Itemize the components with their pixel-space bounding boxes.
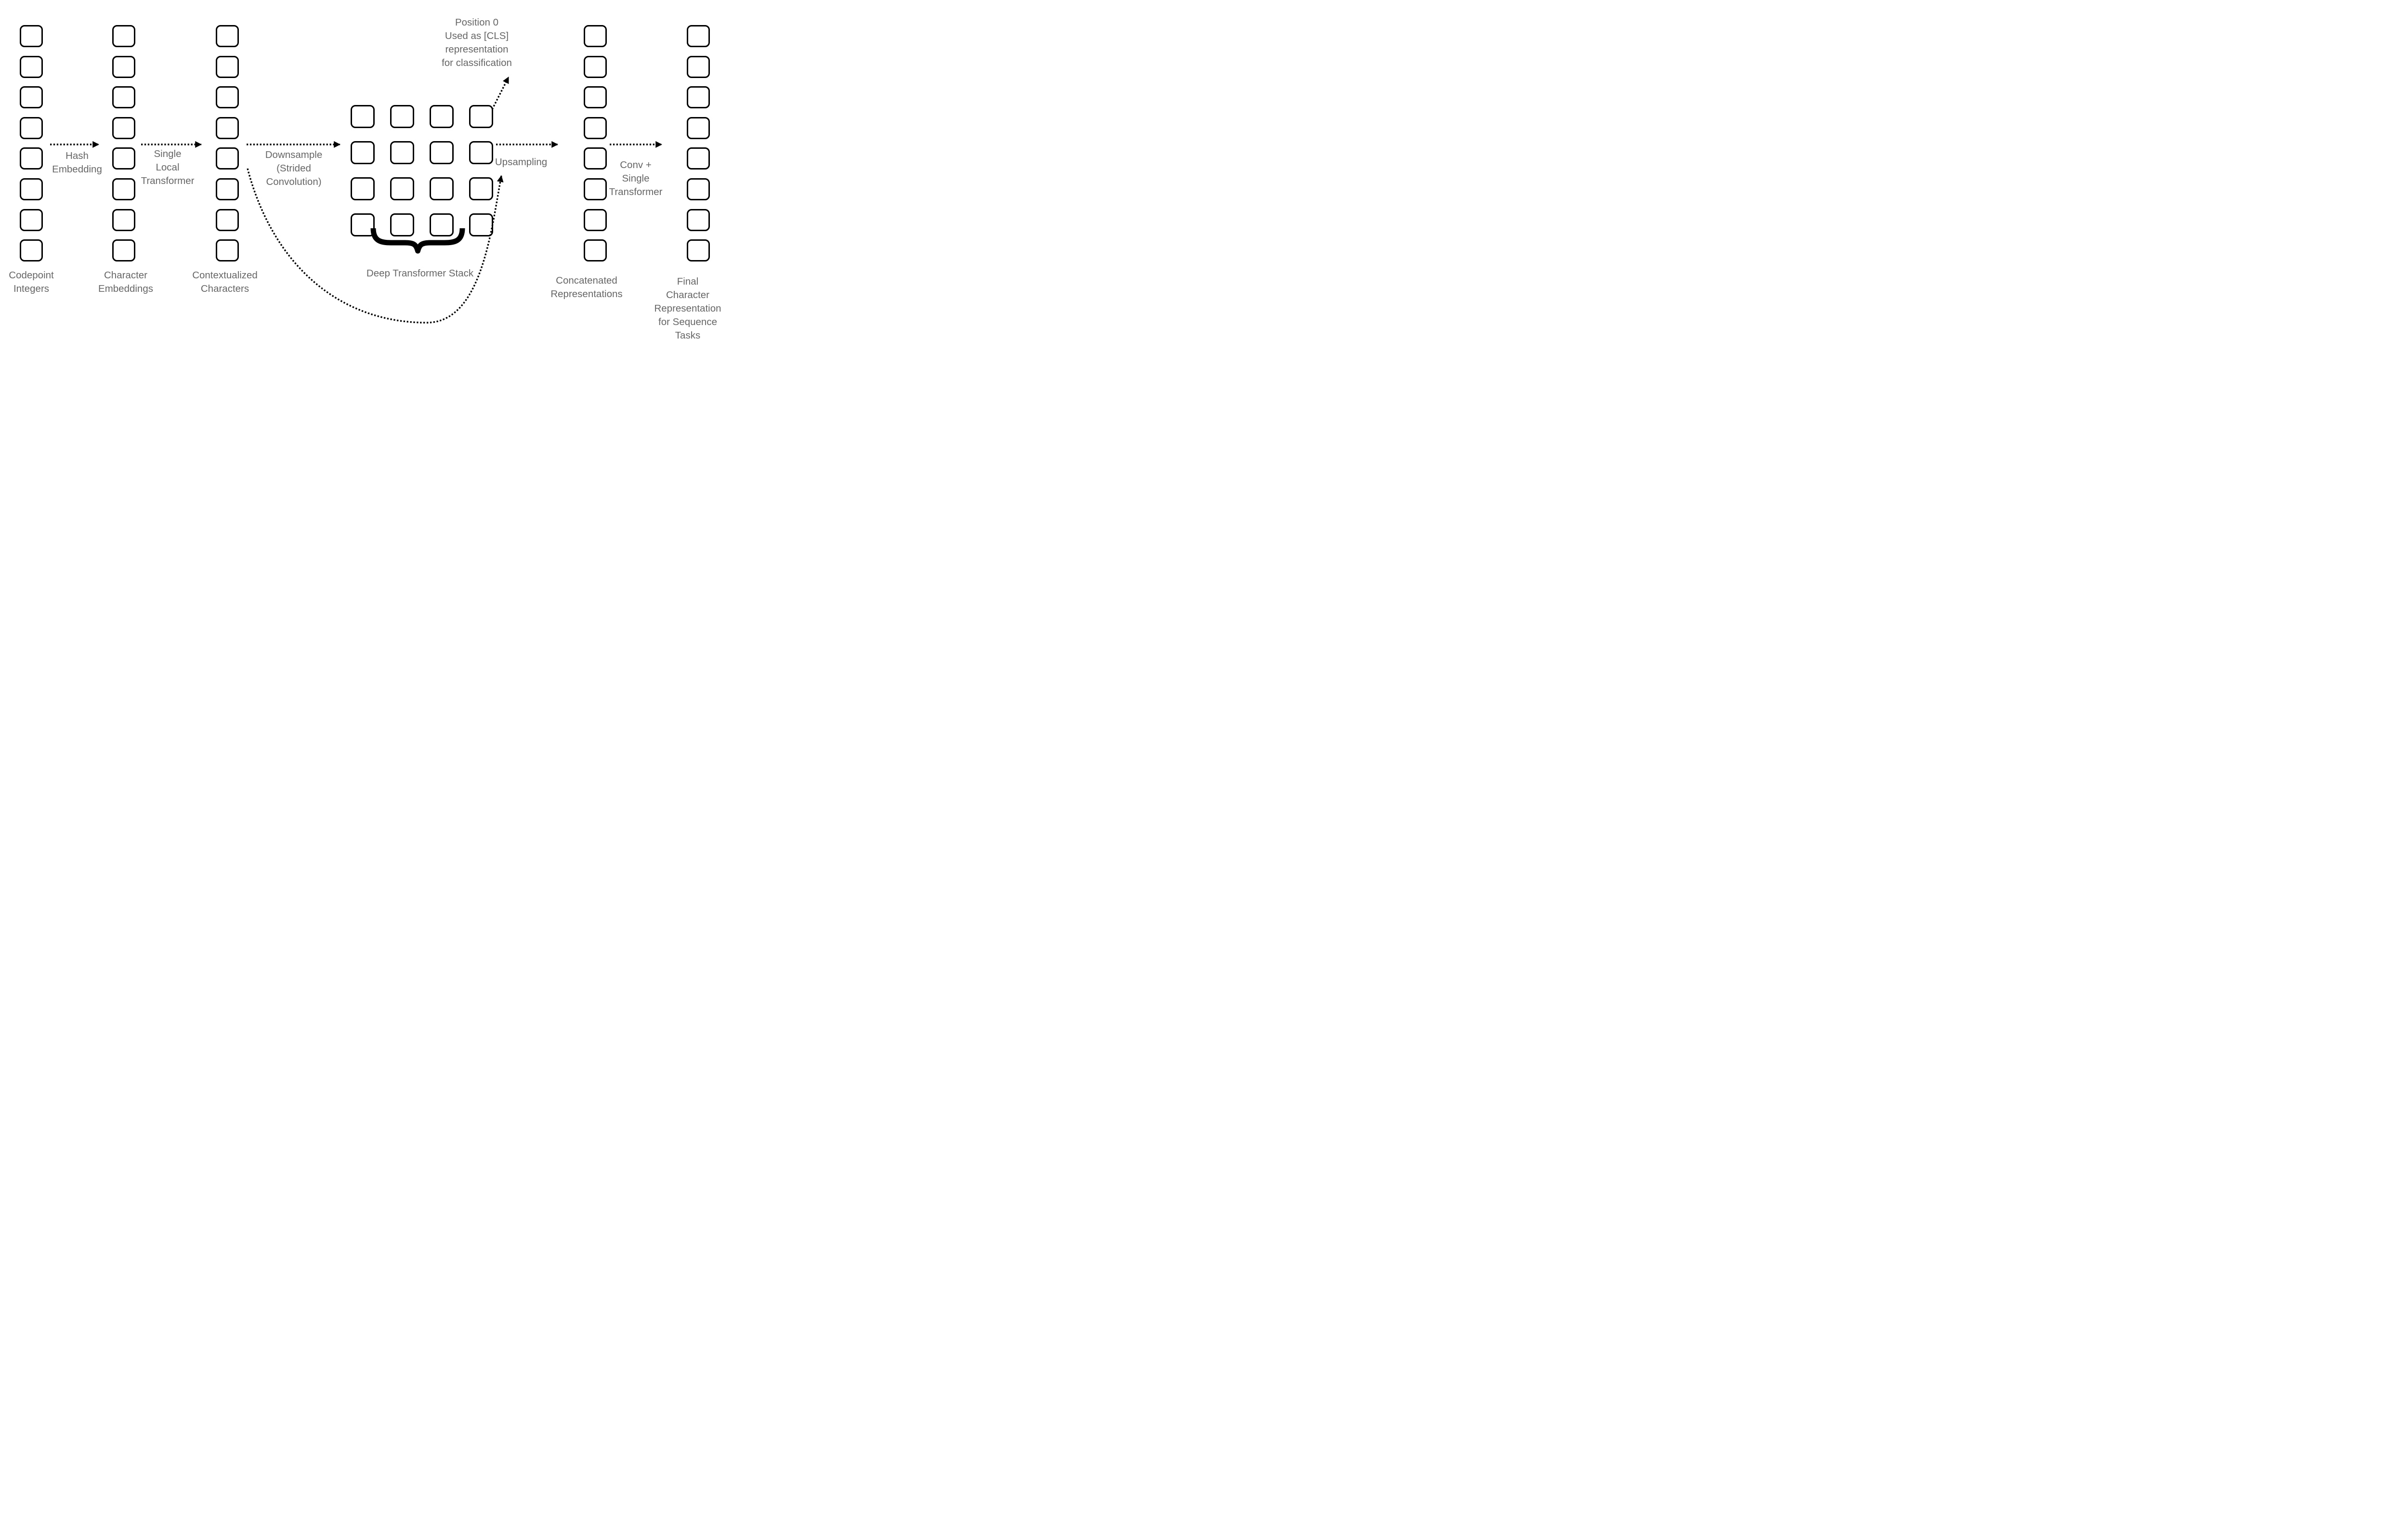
architecture-diagram: Codepoint Integers Character Embeddings … bbox=[0, 0, 740, 341]
embedding-square bbox=[216, 117, 239, 139]
embedding-square bbox=[112, 239, 135, 262]
embedding-square bbox=[112, 117, 135, 139]
embedding-square bbox=[216, 55, 239, 78]
embedding-square bbox=[216, 209, 239, 231]
upsampling-label: Upsampling bbox=[495, 157, 548, 168]
embedding-square bbox=[584, 239, 607, 262]
downsampled-square bbox=[351, 213, 375, 236]
cls-position-arrow bbox=[491, 77, 510, 110]
codepoint-integers-column bbox=[20, 25, 43, 262]
contextualized-characters-column bbox=[216, 25, 239, 262]
embedding-square bbox=[20, 86, 43, 109]
downsampled-square bbox=[469, 141, 493, 164]
embedding-square bbox=[687, 147, 710, 170]
embedding-square bbox=[112, 147, 135, 170]
character-embeddings-label: Character Embeddings bbox=[98, 270, 153, 294]
downsampled-square bbox=[430, 105, 454, 128]
downsampled-square bbox=[390, 105, 414, 128]
final-representation-column bbox=[687, 25, 710, 262]
final-character-representation-label: Final Character Representation for Seque… bbox=[654, 276, 721, 341]
concatenated-representations-label: Concatenated Representations bbox=[550, 275, 623, 300]
embedding-square bbox=[112, 55, 135, 78]
embedding-square bbox=[20, 178, 43, 200]
embedding-square bbox=[687, 209, 710, 231]
cls-position-note: Position 0 Used as [CLS] representation … bbox=[442, 17, 512, 68]
embedding-square bbox=[20, 147, 43, 170]
embedding-square bbox=[216, 86, 239, 109]
downsampled-square bbox=[430, 141, 454, 164]
deep-transformer-stack-label: Deep Transformer Stack bbox=[366, 268, 474, 279]
embedding-square bbox=[112, 25, 135, 47]
embedding-square bbox=[112, 86, 135, 109]
downsampled-square bbox=[430, 177, 454, 200]
embedding-square bbox=[584, 178, 607, 200]
embedding-square bbox=[20, 209, 43, 231]
downsampled-square bbox=[430, 213, 454, 236]
downsampled-square bbox=[390, 141, 414, 164]
downsampled-square bbox=[469, 177, 493, 200]
embedding-square bbox=[687, 178, 710, 200]
embedding-square bbox=[20, 55, 43, 78]
downsampled-square bbox=[351, 141, 375, 164]
embedding-square bbox=[584, 86, 607, 109]
single-local-transformer-label: Single Local Transformer bbox=[141, 148, 195, 186]
embedding-square bbox=[584, 147, 607, 170]
downsample-label: Downsample (Strided Convolution) bbox=[265, 149, 323, 187]
downsampled-square bbox=[469, 105, 493, 128]
embedding-square bbox=[112, 178, 135, 200]
embedding-square bbox=[584, 25, 607, 47]
embedding-square bbox=[687, 239, 710, 262]
downsampled-square bbox=[351, 177, 375, 200]
embedding-square bbox=[216, 178, 239, 200]
contextualized-characters-label: Contextualized Characters bbox=[192, 270, 258, 294]
downsampled-square bbox=[469, 213, 493, 236]
conv-single-transformer-label: Conv + Single Transformer bbox=[609, 159, 663, 197]
embedding-square bbox=[20, 239, 43, 262]
downsampled-square bbox=[351, 105, 375, 128]
embedding-square bbox=[112, 209, 135, 231]
downsampled-square bbox=[390, 213, 414, 236]
embedding-square bbox=[584, 117, 607, 139]
embedding-square bbox=[687, 117, 710, 139]
embedding-square bbox=[584, 55, 607, 78]
embedding-square bbox=[216, 239, 239, 262]
embedding-square bbox=[687, 86, 710, 109]
hash-embedding-label: Hash Embedding bbox=[52, 150, 102, 175]
character-embeddings-column bbox=[112, 25, 135, 262]
downsampled-positions-grid bbox=[351, 105, 493, 236]
embedding-square bbox=[687, 25, 710, 47]
embedding-square bbox=[216, 25, 239, 47]
downsampled-square bbox=[390, 177, 414, 200]
embedding-square bbox=[216, 147, 239, 170]
embedding-square bbox=[584, 209, 607, 231]
embedding-square bbox=[20, 117, 43, 139]
codepoint-integers-label: Codepoint Integers bbox=[9, 270, 54, 294]
embedding-square bbox=[687, 55, 710, 78]
concatenated-representations-column bbox=[584, 25, 607, 262]
embedding-square bbox=[20, 25, 43, 47]
